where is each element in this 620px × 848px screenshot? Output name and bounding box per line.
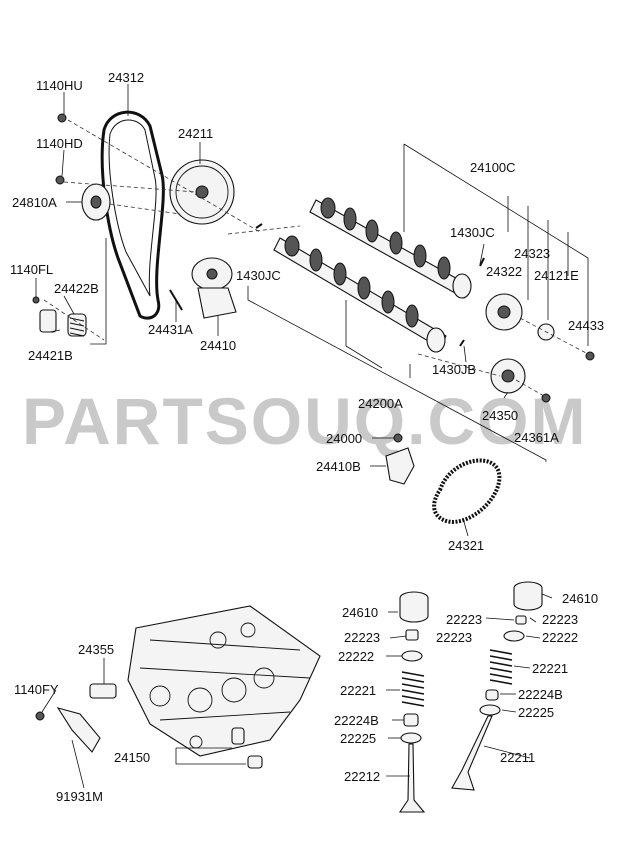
label-22223-d: 22223: [436, 630, 472, 645]
label-24200A: 24200A: [358, 396, 403, 411]
watermark: PARTSOUQ.COM: [22, 384, 587, 458]
timing-belt-group: [32, 110, 301, 345]
label-22225-right: 22225: [518, 705, 554, 720]
label-1140HU: 1140HU: [36, 78, 83, 93]
label-24100C: 24100C: [470, 160, 516, 175]
label-1430JC-b: 1430JC: [236, 268, 281, 283]
label-24150: 24150: [114, 750, 150, 765]
label-24422B: 24422B: [54, 281, 99, 296]
label-24312: 24312: [108, 70, 144, 85]
label-24355: 24355: [78, 642, 114, 657]
label-22223-c: 22223: [344, 630, 380, 645]
label-24431A: 24431A: [148, 322, 193, 337]
label-24323: 24323: [514, 246, 550, 261]
label-22212: 22212: [344, 769, 380, 784]
label-22225-left: 22225: [340, 731, 376, 746]
label-1140FY: 1140FY: [14, 682, 59, 697]
valve-train-group: [398, 581, 543, 813]
label-24350: 24350: [482, 408, 518, 423]
label-22223-b: 22223: [542, 612, 578, 627]
label-24321: 24321: [448, 538, 484, 553]
label-24810A: 24810A: [12, 195, 57, 210]
part-labels: 1140HU 24312 1140HD 24211 24810A 24100C …: [10, 70, 604, 804]
label-24211: 24211: [178, 126, 213, 141]
leader-lines: [35, 84, 553, 789]
label-24410B: 24410B: [316, 459, 361, 474]
label-24121E: 24121E: [534, 268, 579, 283]
label-1140FL: 1140FL: [10, 262, 53, 277]
label-24610-left: 24610: [342, 605, 378, 620]
label-24433: 24433: [568, 318, 604, 333]
label-22222-right: 22222: [542, 630, 578, 645]
label-1140HD: 1140HD: [36, 136, 83, 151]
label-22221-right: 22221: [532, 661, 568, 676]
label-24361A: 24361A: [514, 430, 559, 445]
label-24410: 24410: [200, 338, 236, 353]
label-24610-right: 24610: [562, 591, 598, 606]
label-22224B-left: 22224B: [334, 713, 379, 728]
camshaft-group: [247, 143, 595, 462]
label-22211: 22211: [500, 750, 535, 765]
label-22222-left: 22222: [338, 649, 374, 664]
label-22223-a: 22223: [446, 612, 482, 627]
label-1430JC-a: 1430JC: [450, 225, 495, 240]
label-24322: 24322: [486, 264, 522, 279]
cylinder-head-group: [35, 605, 321, 769]
label-22221-left: 22221: [340, 683, 376, 698]
label-91931M: 91931M: [56, 789, 103, 804]
label-24421B: 24421B: [28, 348, 73, 363]
timing-chain-group: [385, 433, 502, 525]
label-22224B-right: 22224B: [518, 687, 563, 702]
label-1430JB: 1430JB: [432, 362, 476, 377]
label-24000: 24000: [326, 431, 362, 446]
